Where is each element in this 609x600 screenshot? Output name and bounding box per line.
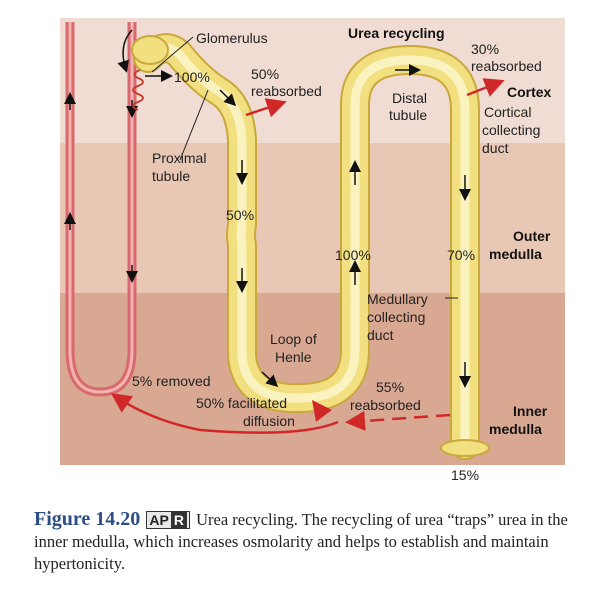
proximal-label-2: tubule [152,168,190,184]
cortical-label-1: Cortical [484,104,531,120]
apr-badge-b: R [170,512,187,528]
removed-label: 5% removed [132,373,211,389]
medullary-label-3: duct [367,327,394,343]
distal-label-1: Distal [392,90,427,106]
pct-70: 70% [447,247,475,263]
caption-text: Urea recycling. The recycling of urea “t… [34,510,568,573]
reabsorption-arrows [110,78,505,434]
reabsorbed-label-1: reabsorbed [251,83,322,99]
proximal-label-1: Proximal [152,150,206,166]
urea-recycling-title: Urea recycling [348,25,445,41]
distal-label-2: tubule [389,107,427,123]
inner-medulla-zone [60,293,565,465]
reabsorbed-label-2: reabsorbed [471,58,542,74]
reabsorbed-label-3: reabsorbed [350,397,421,413]
medullary-label-1: Medullary [367,291,428,307]
medullary-label-2: collecting [367,309,425,325]
pct-50-reabsorbed: 50% [251,66,279,82]
figure-number: Figure 14.20 [34,508,141,530]
pct-50-mid: 50% [226,207,254,223]
pct-30: 30% [471,41,499,57]
inner-label-2: medulla [489,421,542,437]
pct-100-mid: 100% [335,247,371,263]
loop-label-2: Henle [275,349,312,365]
outer-label-2: medulla [489,246,542,262]
flow-arrows [145,64,471,388]
nephron-tubule [131,33,490,460]
outer-label-1: Outer [513,228,551,244]
cortex-label: Cortex [507,84,552,100]
outer-medulla-zone [60,143,565,293]
leader-lines [151,36,458,299]
apr-badge-a: AP [149,512,169,528]
facilitated-label-1: 50% facilitated [196,395,287,411]
pct-15: 15% [451,467,479,483]
cortical-label-2: collecting [482,122,540,138]
loop-label-1: Loop of [270,331,317,347]
vasa-recta-vessel [64,22,138,397]
inner-label-1: Inner [513,403,548,419]
pct-55: 55% [376,379,404,395]
facilitated-label-2: diffusion [243,413,295,429]
cortical-label-3: duct [482,140,509,156]
glomerulus-label: Glomerulus [196,30,268,46]
glomerulus-coil [117,29,144,111]
pct-100-top: 100% [174,69,210,85]
